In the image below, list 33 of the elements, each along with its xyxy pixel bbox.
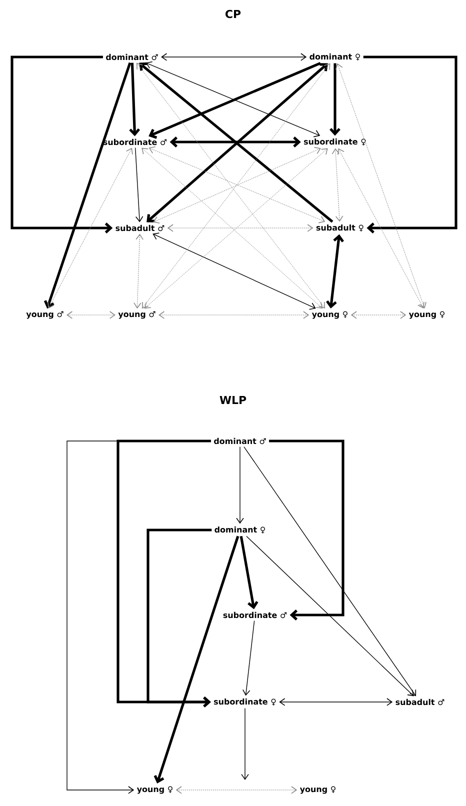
arrow	[134, 147, 144, 222]
arrow	[152, 232, 316, 310]
arrow	[129, 62, 140, 136]
arrow	[66, 440, 212, 794]
arrow	[240, 536, 258, 610]
panel-title: CP	[226, 10, 241, 18]
arrow	[242, 620, 255, 696]
arrow	[66, 311, 116, 319]
arrow	[279, 698, 393, 706]
arrow	[363, 56, 458, 234]
arrow	[330, 63, 340, 136]
arrow	[47, 148, 133, 309]
arrow	[161, 53, 307, 61]
arrow	[244, 446, 416, 696]
arrow	[10, 56, 113, 234]
arrow	[44, 62, 132, 309]
arrow	[246, 536, 414, 696]
arrow	[269, 440, 344, 620]
arrow	[236, 446, 244, 524]
arrow	[154, 536, 240, 784]
arrow	[158, 311, 310, 319]
arrow	[146, 528, 212, 708]
arrow	[176, 786, 298, 794]
arrow	[332, 148, 344, 222]
panel-title: WLP	[220, 396, 246, 404]
arrow	[170, 136, 301, 148]
arrow	[241, 708, 249, 780]
arrow	[338, 148, 424, 309]
arrow	[335, 63, 426, 309]
arrow	[350, 311, 406, 319]
arrow	[167, 224, 314, 232]
arrow	[134, 234, 144, 309]
arrow	[326, 234, 344, 309]
